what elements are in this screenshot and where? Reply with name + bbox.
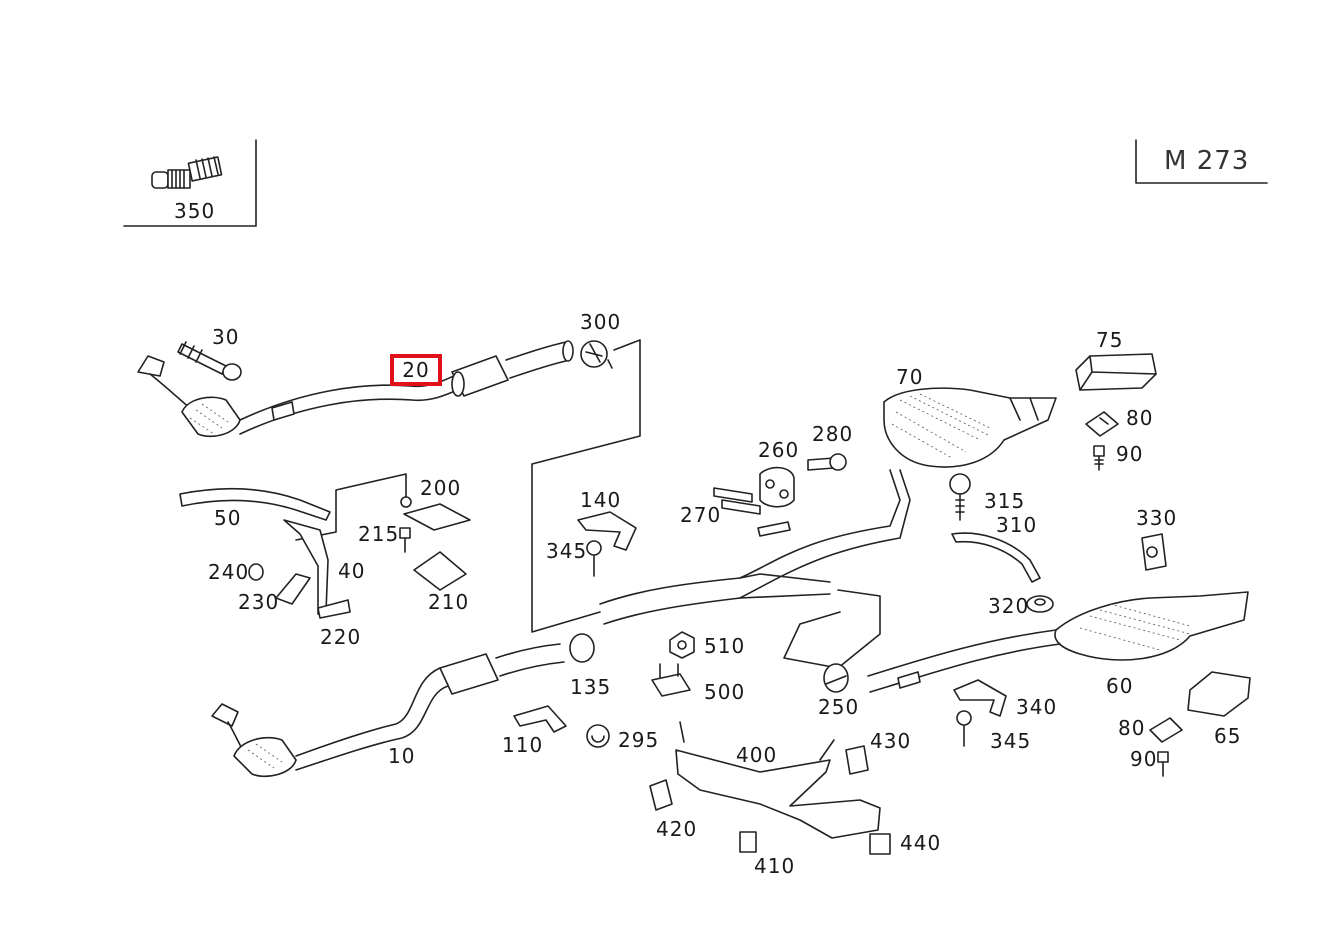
part-label-420[interactable]: 420 — [656, 817, 698, 841]
part-label-75[interactable]: 75 — [1096, 328, 1124, 352]
clamp-135[interactable] — [569, 633, 595, 663]
part-label-410[interactable]: 410 — [754, 854, 796, 878]
part-label-20-highlighted[interactable]: 20 — [390, 354, 442, 386]
model-badge-frame — [1135, 139, 1268, 184]
nut-295[interactable] — [586, 724, 610, 748]
rubber-mount-260[interactable] — [759, 466, 795, 508]
part-label-210[interactable]: 210 — [428, 590, 470, 614]
clip-220[interactable] — [317, 599, 351, 619]
part-label-50[interactable]: 50 — [214, 506, 242, 530]
part-label-80-upper[interactable]: 80 — [1126, 406, 1154, 430]
bracket-50[interactable] — [179, 487, 331, 521]
part-label-60[interactable]: 60 — [1106, 674, 1134, 698]
front-pipe-10[interactable] — [211, 643, 565, 778]
stud-500[interactable] — [651, 663, 691, 697]
part-label-345-left[interactable]: 345 — [546, 539, 588, 563]
leader-300 — [531, 339, 641, 633]
clip-80-lower[interactable] — [1149, 717, 1183, 743]
bolt-30[interactable] — [177, 341, 242, 381]
part-label-440[interactable]: 440 — [900, 831, 942, 855]
part-label-230[interactable]: 230 — [238, 590, 280, 614]
part-label-220[interactable]: 220 — [320, 625, 362, 649]
heat-shield-400[interactable] — [675, 721, 881, 839]
part-label-340[interactable]: 340 — [1016, 695, 1058, 719]
part-label-430[interactable]: 430 — [870, 729, 912, 753]
screw-90-lower[interactable] — [1157, 751, 1169, 777]
part-label-350[interactable]: 350 — [174, 199, 216, 223]
leader-250 — [783, 589, 881, 669]
part-label-215[interactable]: 215 — [358, 522, 400, 546]
bolts-270[interactable] — [713, 487, 761, 515]
oxygen-sensor-350[interactable] — [151, 156, 223, 189]
hanger-330[interactable] — [1141, 533, 1167, 571]
part-label-80-lower[interactable]: 80 — [1118, 716, 1146, 740]
front-pipe-20[interactable] — [137, 340, 574, 438]
part-label-140[interactable]: 140 — [580, 488, 622, 512]
part-label-135[interactable]: 135 — [570, 675, 612, 699]
nut-510[interactable] — [669, 631, 695, 659]
bolt-280[interactable] — [807, 453, 847, 471]
part-label-110[interactable]: 110 — [502, 733, 544, 757]
clip-430[interactable] — [845, 745, 869, 775]
tail-pipe-trim-65[interactable] — [1187, 671, 1251, 717]
bolt-315[interactable] — [949, 473, 971, 521]
bracket-230[interactable] — [275, 573, 311, 605]
washer-320[interactable] — [1026, 595, 1054, 613]
part-label-280[interactable]: 280 — [812, 422, 854, 446]
part-label-310[interactable]: 310 — [996, 513, 1038, 537]
model-badge: M 273 — [1164, 146, 1250, 176]
bolt-215[interactable] — [399, 527, 411, 553]
clip-440[interactable] — [869, 833, 891, 855]
part-label-200[interactable]: 200 — [420, 476, 462, 500]
bolt-345-left[interactable] — [586, 540, 602, 577]
bracket-340[interactable] — [953, 679, 1007, 717]
part-label-40[interactable]: 40 — [338, 559, 366, 583]
part-label-320[interactable]: 320 — [988, 594, 1030, 618]
rear-muffler-60[interactable] — [1054, 591, 1249, 661]
screw-90-upper[interactable] — [1093, 445, 1105, 471]
intermediate-pipe[interactable] — [599, 469, 1061, 693]
bracket-140[interactable] — [577, 511, 637, 551]
plate-200[interactable] — [400, 496, 471, 531]
part-label-295[interactable]: 295 — [618, 728, 660, 752]
part-label-240[interactable]: 240 — [208, 560, 250, 584]
clip-80-upper[interactable] — [1085, 411, 1119, 437]
part-label-65[interactable]: 65 — [1214, 724, 1242, 748]
clip-240[interactable] — [248, 563, 264, 581]
part-label-70[interactable]: 70 — [896, 365, 924, 389]
part-label-400[interactable]: 400 — [736, 743, 778, 767]
part-label-10[interactable]: 10 — [388, 744, 416, 768]
clip-410[interactable] — [739, 831, 757, 853]
part-label-90-lower[interactable]: 90 — [1130, 747, 1158, 771]
tail-pipe-trim-75[interactable] — [1075, 353, 1157, 391]
clip-420[interactable] — [649, 779, 673, 811]
heat-shield-210[interactable] — [413, 551, 467, 591]
rear-muffler-70[interactable] — [883, 387, 1057, 468]
part-label-300[interactable]: 300 — [580, 310, 622, 334]
bracket-110[interactable] — [513, 705, 567, 733]
part-label-510[interactable]: 510 — [704, 634, 746, 658]
part-label-260[interactable]: 260 — [758, 438, 800, 462]
bracket-310[interactable] — [951, 532, 1041, 583]
part-label-270[interactable]: 270 — [680, 503, 722, 527]
part-label-90-upper[interactable]: 90 — [1116, 442, 1144, 466]
part-label-250[interactable]: 250 — [818, 695, 860, 719]
clamp-300[interactable] — [580, 340, 613, 369]
part-label-315[interactable]: 315 — [984, 489, 1026, 513]
part-label-500[interactable]: 500 — [704, 680, 746, 704]
clamp-250[interactable] — [823, 663, 849, 693]
bolt-345-right[interactable] — [956, 710, 972, 747]
part-label-345-right[interactable]: 345 — [990, 729, 1032, 753]
sensor-inset-frame — [123, 139, 257, 227]
part-label-30[interactable]: 30 — [212, 325, 240, 349]
part-label-330[interactable]: 330 — [1136, 506, 1178, 530]
